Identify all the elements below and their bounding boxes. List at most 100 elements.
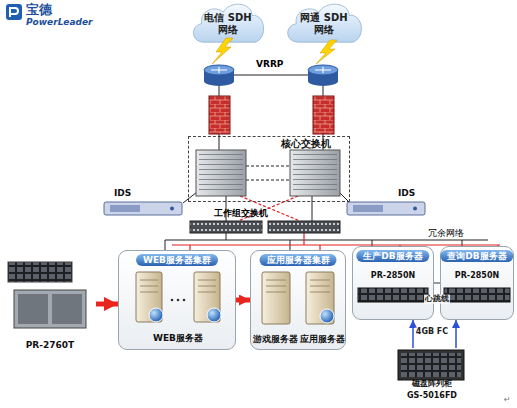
tower-server (136, 272, 334, 324)
ids-device: IDS (100, 188, 185, 218)
tower-server (136, 272, 162, 322)
logo-mark (6, 4, 22, 20)
redundant-wire (319, 245, 320, 250)
logo-mark (6, 4, 22, 20)
router-icon (204, 65, 234, 75)
node-detail: PR-2850N (441, 271, 513, 280)
router-icon (204, 70, 234, 81)
tower-server (149, 308, 163, 322)
tower-server (207, 308, 221, 322)
network-wire (339, 192, 350, 203)
tower-server (266, 280, 286, 292)
cloud-network: 电信 SDH网络 (188, 0, 268, 46)
router-icon (308, 65, 338, 75)
cloud-shape (288, 4, 362, 42)
tower-server (177, 299, 180, 302)
rack-server (8, 262, 510, 328)
connector (236, 298, 250, 303)
core-switch-chassis (196, 150, 246, 196)
network-wire (226, 233, 227, 240)
connector (412, 320, 414, 348)
connector (455, 320, 457, 348)
rack-server (8, 262, 72, 282)
network-wire (219, 86, 220, 96)
disk-array (401, 353, 461, 377)
node-detail: PR-2850N (353, 271, 433, 280)
network-wire (323, 86, 324, 96)
server-caption: 游戏服务器 (252, 335, 299, 349)
server-product: PR-2760T (4, 258, 96, 354)
firewall-icon (313, 96, 334, 134)
ids-device: IDS (340, 188, 425, 218)
network-wire (462, 240, 463, 246)
node-title: IDS (398, 188, 415, 198)
redundant-wire (172, 244, 500, 245)
router-icon (204, 76, 234, 86)
core-switch-chassis (290, 150, 340, 196)
node-title: WEB服务器集群 (136, 254, 218, 266)
node-title: 应用服务器 (299, 335, 346, 345)
router-icon (315, 67, 331, 73)
redundant-wire (303, 233, 304, 245)
node-title: 核心交换机 (281, 138, 331, 150)
node-title: 查询DB服务器 (440, 250, 513, 262)
ids-appliance (413, 207, 417, 211)
lightning-bolt (316, 40, 337, 64)
network-wire (165, 240, 166, 250)
core-switch-chassis (196, 150, 340, 196)
tower-server (262, 272, 290, 324)
network-wire (234, 75, 308, 76)
network-wire (165, 75, 488, 250)
ids-appliance (170, 207, 174, 211)
rack-server (444, 288, 510, 302)
network-wire (165, 240, 488, 241)
core-switch-chassis (293, 154, 337, 192)
tower-server (306, 272, 334, 324)
db-server-box: 生产DB服务器 PR-2850N (352, 246, 434, 320)
node-title: 网通 SDH网络 (282, 12, 366, 35)
connector (96, 302, 118, 307)
network-label: 冗余网络 (428, 229, 464, 239)
cloud-network: 网通 SDH网络 (282, 0, 366, 46)
rack-server (14, 290, 86, 328)
network-wire (183, 192, 197, 203)
tower-server (183, 299, 186, 302)
tower-server (320, 309, 334, 323)
logo-text: 宝德 (26, 3, 52, 17)
redundant-wire (399, 245, 400, 246)
db-server-box: 查询DB服务器 PR-2850N (440, 246, 514, 320)
logo-text: PowerLeader (26, 18, 93, 28)
disk-array-box: 磁盘阵列柜GS-5016FD (392, 348, 472, 408)
ids-appliance (110, 205, 140, 212)
ids-appliance (353, 205, 383, 212)
node-title: 游戏服务器 (252, 335, 299, 345)
workgroup-switch (190, 221, 340, 233)
router-icon (308, 70, 338, 81)
redundant-wire (172, 196, 500, 250)
node-title: 生产DB服务器 (356, 250, 429, 262)
edge-label: 4GB FC (415, 328, 449, 337)
protocol-label: VRRP (256, 60, 283, 70)
tower-server (194, 272, 220, 322)
core-switch-chassis (199, 154, 243, 192)
node-title: IDS (114, 188, 131, 198)
node-title: 电信 SDH网络 (188, 12, 268, 35)
group-label: 工作组交换机 (214, 209, 268, 219)
redundant-wire (189, 245, 190, 250)
tower-server (198, 280, 216, 292)
lightning-bolt (212, 38, 233, 64)
rack-server (18, 294, 48, 324)
ids-appliance (347, 202, 425, 215)
workgroup-switch (190, 221, 262, 233)
network-wire (290, 240, 291, 250)
disk-array (398, 350, 464, 380)
cloud-shape (193, 4, 263, 42)
node-title: WEB服务器 (119, 333, 237, 343)
network-wire (246, 166, 290, 167)
rack-server (358, 288, 428, 302)
tower-server (171, 299, 174, 302)
paragraph-mark: ↵ (504, 396, 511, 405)
server-cluster: 应用服务器集群游戏服务器应用服务器 (250, 250, 346, 350)
logo-mark (10, 8, 18, 17)
